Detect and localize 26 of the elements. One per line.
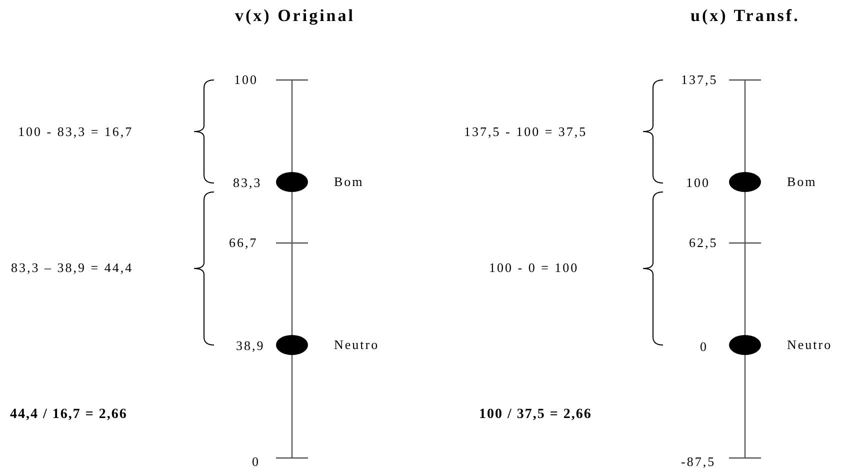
point-marker	[276, 172, 308, 192]
ratio-formula: 100 / 37,5 = 2,66	[479, 407, 592, 423]
tick-label: 66,7	[229, 235, 258, 251]
tick-label: -87,5	[681, 454, 716, 470]
point-label: Bom	[334, 174, 364, 190]
point-label: Bom	[787, 174, 817, 190]
ratio-formula: 44,4 / 16,7 = 2,66	[10, 407, 128, 423]
panel-title: u(x) Transf.	[690, 8, 800, 24]
tick-label: 62,5	[689, 235, 718, 251]
point-label: Neutro	[334, 337, 380, 353]
tick-label: 0	[700, 339, 708, 355]
tick-label: 0	[252, 454, 260, 470]
difference-formula: 83,3 – 38,9 = 44,4	[11, 260, 134, 276]
tick-label: 83,3	[233, 175, 262, 191]
difference-formula: 100 - 0 = 100	[489, 260, 579, 276]
tick-label: 100	[686, 175, 710, 191]
panel-title: v(x) Original	[235, 8, 355, 24]
difference-formula: 100 - 83,3 = 16,7	[18, 124, 134, 140]
point-marker	[729, 335, 761, 355]
tick-label: 100	[234, 72, 258, 88]
tick-label: 38,9	[236, 338, 265, 354]
point-label: Neutro	[787, 337, 832, 353]
point-marker	[276, 335, 308, 355]
difference-formula: 137,5 - 100 = 37,5	[464, 124, 588, 140]
tick-label: 137,5	[681, 72, 718, 88]
point-marker	[729, 172, 761, 192]
